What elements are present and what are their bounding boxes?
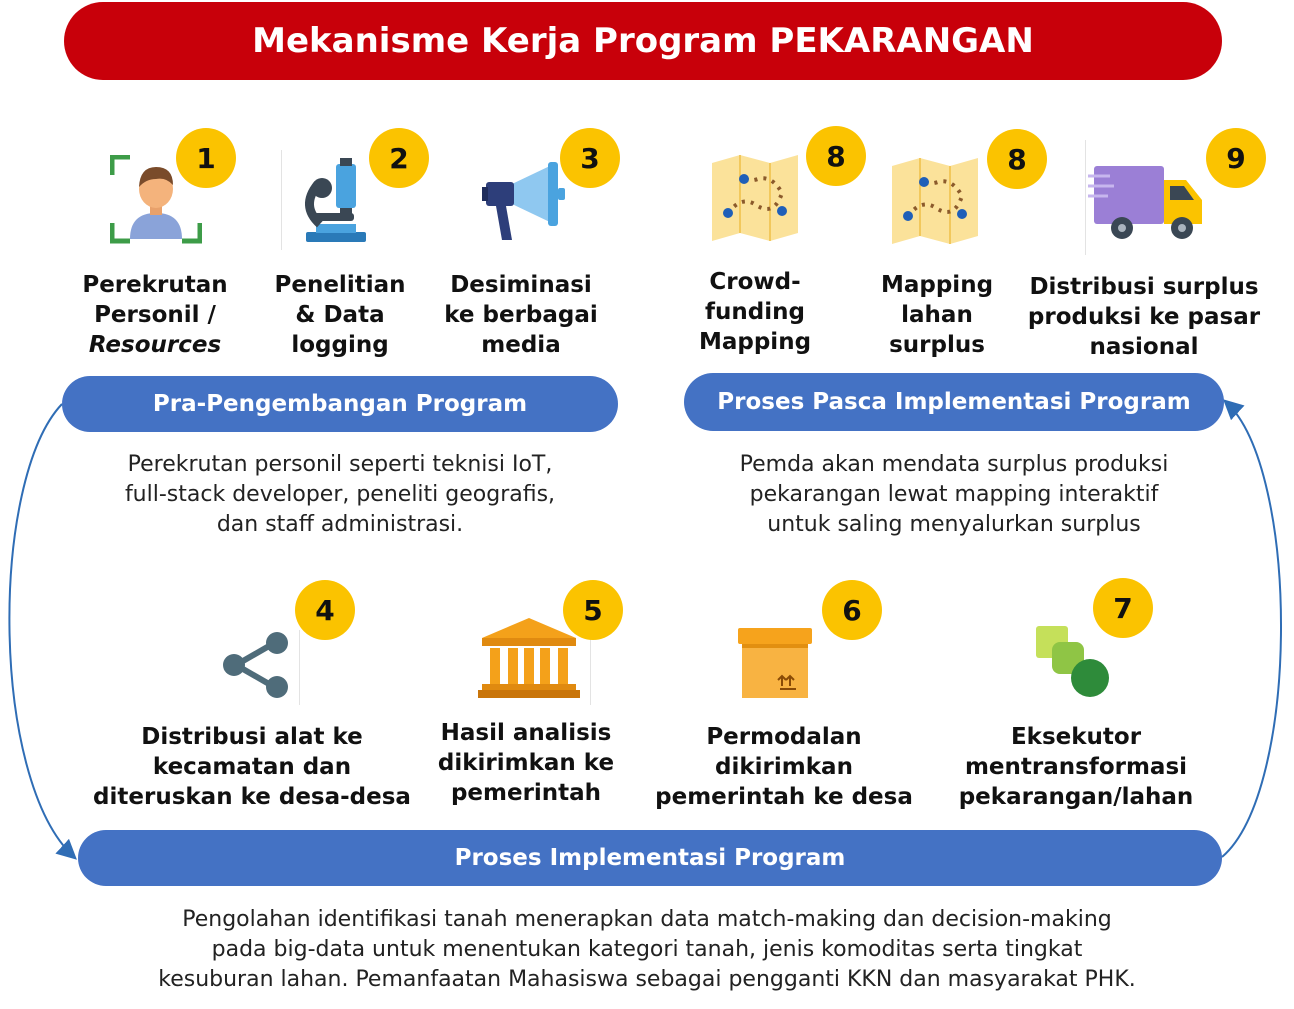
step-label-8b: Mapping lahan surplus — [880, 272, 994, 358]
share-icon — [223, 632, 288, 698]
step-number-badge: 8 — [987, 129, 1047, 189]
step-label-5: Hasil analisis dikirimkan ke pemerintah — [437, 720, 615, 806]
section-implementasi-description: Pengolahan identifikasi tanah menerapkan… — [158, 907, 1136, 992]
page-title: Mekanisme Kerja Program PEKARANGAN — [64, 2, 1222, 80]
divider — [299, 630, 300, 705]
megaphone-icon — [482, 162, 565, 240]
step-number-badge: 3 — [560, 128, 620, 188]
step-number-badge: 9 — [1206, 128, 1266, 188]
step-label-3: Desiminasi ke berbagai media — [444, 272, 598, 358]
step-label-4: Distribusi alat ke kecamatan dan diterus… — [93, 724, 411, 810]
map-icon — [892, 158, 978, 244]
step-label-6: Permodalan dikirimkan pemerintah ke desa — [655, 724, 913, 810]
step-number-badge: 6 — [822, 580, 882, 640]
section-implementasi: Proses Implementasi Program — [78, 830, 1222, 886]
step-number-badge: 4 — [295, 580, 355, 640]
step-label-8a: Crowd- funding Mapping — [698, 269, 812, 355]
section-pra-pengembangan: Pra-Pengembangan Program — [62, 376, 618, 432]
microscope-icon — [305, 158, 366, 242]
delivery-truck-icon — [1088, 166, 1202, 239]
divider — [1085, 140, 1086, 255]
step-number-badge: 2 — [369, 128, 429, 188]
step-label-1: Perekrutan Personil / Resources — [82, 272, 228, 358]
section-pasca-implementasi: Proses Pasca Implementasi Program — [684, 373, 1224, 431]
step-label-2: Penelitian & Data logging — [274, 272, 406, 358]
government-building-icon — [478, 618, 580, 698]
step-number-badge: 5 — [563, 580, 623, 640]
step-number-badge: 8 — [806, 126, 866, 186]
arrow-pra-to-implementasi — [8, 403, 77, 860]
section-pra-description: Perekrutan personil seperti teknisi IoT,… — [124, 452, 556, 537]
step-label-7: Eksekutor mentransformasi pekarangan/lah… — [958, 724, 1194, 810]
divider — [590, 630, 591, 705]
map-icon — [712, 155, 798, 241]
package-box-icon — [738, 628, 812, 698]
step-number-badge: 1 — [176, 128, 236, 188]
step-number-badge: 7 — [1093, 578, 1153, 638]
transform-squares-icon — [1036, 626, 1109, 697]
person-recruit-icon — [110, 155, 202, 244]
step-label-9: Distribusi surplus produksi ke pasar nas… — [1027, 274, 1261, 360]
divider — [281, 150, 282, 250]
arrow-implementasi-to-pasca — [1221, 399, 1282, 858]
section-pasca-description: Pemda akan mendata surplus produksi peka… — [739, 452, 1169, 537]
